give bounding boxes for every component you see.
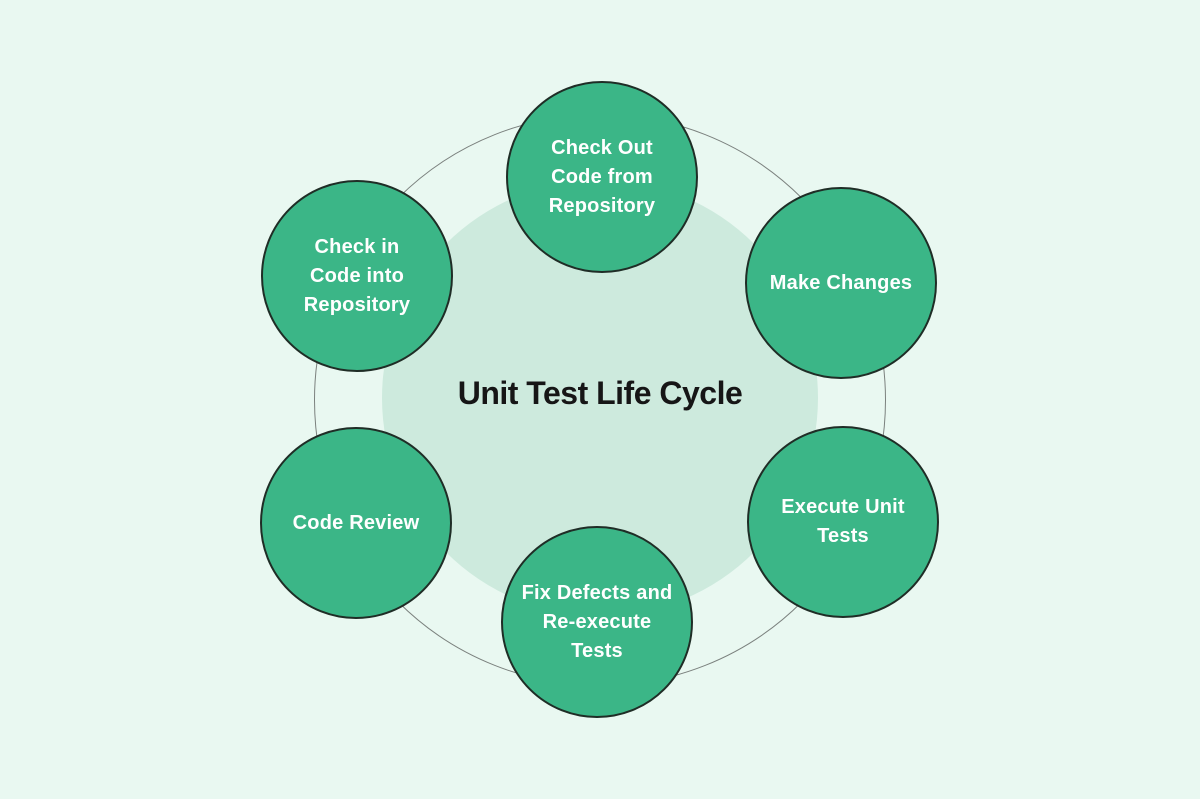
- node-check-in-code-into-repository: Check in Code into Repository: [261, 180, 453, 372]
- node-execute-unit-tests: Execute Unit Tests: [747, 426, 939, 618]
- node-check-out-code-from-repository: Check Out Code from Repository: [506, 81, 698, 273]
- node-label-make-changes: Make Changes: [769, 271, 913, 294]
- node-label-code-review: Code Review: [292, 511, 420, 534]
- node-make-changes: Make Changes: [745, 187, 937, 379]
- node-label-check-in-code-into-repository: Check in Code into Repository: [303, 235, 411, 316]
- node-label-execute-unit-tests: Execute Unit Tests: [781, 496, 905, 547]
- node-code-review: Code Review: [260, 427, 452, 619]
- node-fix-defects-and-re-execute-tests: Fix Defects and Re-execute Tests: [501, 526, 693, 718]
- node-label-check-out-code-from-repository: Check Out Code from Repository: [548, 136, 656, 217]
- diagram-title: Unit Test Life Cycle: [457, 374, 743, 411]
- node-label-fix-defects-and-re-execute-tests: Fix Defects and Re-execute Tests: [521, 581, 673, 662]
